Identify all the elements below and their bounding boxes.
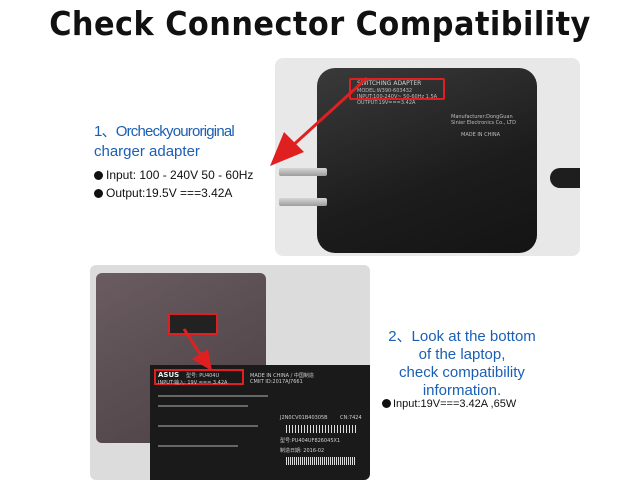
spec-input: Input: 100 - 240V 50 - 60Hz (94, 168, 253, 182)
spec2-input: Input:19V===3.42A ,65W (382, 398, 516, 410)
plug-prong-bottom (279, 198, 327, 206)
bullet-icon (94, 189, 103, 198)
barcode-icon (286, 425, 356, 433)
adapter-label-output: OUTPUT:19V===3.42A (357, 100, 416, 106)
adapter-label-plate: SWITCHING ADAPTER MODEL:W390-603432 INPU… (331, 74, 521, 142)
laptop-label-brand: ASUS (158, 371, 180, 379)
label-line (158, 395, 268, 397)
laptop-label-model: 型号: PU404U (186, 373, 220, 379)
laptop-label-date: 制造日期: 2016-02 (280, 448, 325, 454)
barcode-icon (286, 457, 356, 465)
laptop-sticker-highlight (168, 313, 218, 335)
cable (550, 168, 580, 188)
bullet-icon (382, 399, 391, 408)
spec-input-text: Input: 100 - 240V 50 - 60Hz (106, 168, 254, 182)
arrow-icon-bottom (182, 328, 212, 371)
laptop-label-cmiit: CMIIT ID:2017AJ7661 (250, 379, 303, 385)
step1-line2: charger adapter (94, 143, 200, 160)
step2-text: 2、Look at the bottom of the laptop, chec… (372, 328, 552, 400)
spec2-input-text: Input:19V===3.42A ,65W (393, 398, 517, 410)
step2-line2: of the laptop, (418, 346, 506, 363)
laptop-photo: ASUS 型号: PU404U INPUT:输入: 19V === 3.42A … (90, 265, 370, 480)
label-line (158, 405, 248, 407)
step1-line1: 1、Orcheckyouroriginal (94, 123, 235, 140)
step2-line3: check compatibility (399, 364, 525, 381)
laptop-label-zoom: ASUS 型号: PU404U INPUT:输入: 19V === 3.42A … (150, 365, 370, 480)
charger-adapter: SWITCHING ADAPTER MODEL:W390-603432 INPU… (317, 68, 537, 253)
spec-output-text: Output:19.5V ===3.42A (106, 186, 233, 200)
laptop-label-sn: J2N0CV01B40305B (280, 415, 328, 421)
step1-text: 1、Orcheckyouroriginal charger adapter (94, 122, 284, 162)
step2-line4: information. (422, 382, 502, 399)
adapter-label-input: INPUT:100-240V~ 50-60Hz 1.5A (357, 94, 438, 100)
adapter-photo: SWITCHING ADAPTER MODEL:W390-603432 INPU… (275, 58, 580, 256)
laptop-label-made: MADE IN CHINA / 中国制造 (250, 373, 314, 379)
page-title: Check Connector Compatibility (49, 4, 591, 43)
adapter-label-origin: MADE IN CHINA (461, 132, 501, 138)
laptop-label-highlight (154, 369, 244, 385)
adapter-label-heading: SWITCHING ADAPTER (357, 80, 422, 87)
adapter-label-maker: Manufacturer:DongGuan (451, 114, 513, 120)
spec-output: Output:19.5V ===3.42A (94, 186, 232, 200)
label-line (158, 425, 258, 427)
bullet-icon (94, 171, 103, 180)
adapter-label-model: MODEL:W390-603432 (357, 88, 413, 94)
arrow-icon-top (270, 76, 369, 166)
adapter-highlight-box (349, 78, 445, 100)
laptop-label-input: INPUT:输入: 19V === 3.42A (158, 380, 228, 386)
step2-line1: 2、Look at the bottom (388, 328, 536, 345)
laptop-label-cn: CN:7424 (340, 415, 362, 421)
plug-prong-top (279, 168, 327, 176)
label-line (158, 445, 238, 447)
laptop-label-partno: 型号:PU404UF826045X1 (280, 438, 341, 444)
adapter-label-maker2: Sinier Electronics Co., LTD (451, 120, 516, 126)
